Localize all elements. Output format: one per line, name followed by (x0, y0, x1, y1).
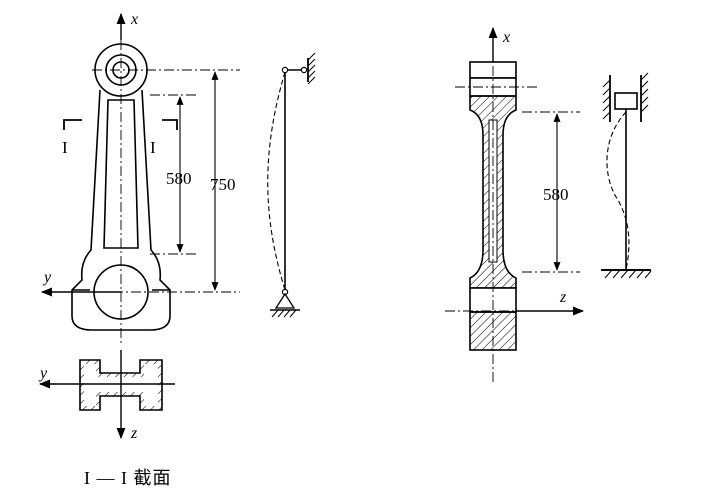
shank-core (488, 119, 498, 263)
buckled-shape-right (606, 111, 630, 271)
section-mark (63, 119, 178, 130)
section-z-label: z (130, 425, 138, 442)
buckled-shape (267, 71, 286, 291)
ground-hatch (271, 309, 297, 318)
left-wall-hatch (602, 79, 611, 120)
section-caption: I — I 截面 (84, 468, 172, 488)
right-dim-580-label: 580 (543, 185, 569, 204)
section-mark-left-label: I (62, 138, 68, 157)
buckling-model-pinned (267, 52, 316, 318)
top-wall-hatch (307, 52, 316, 85)
dim-750-label: 750 (210, 175, 236, 194)
fixed-ground-hatch (604, 269, 652, 279)
x-axis-label: x (130, 11, 138, 28)
rod-shank-web (103, 99, 139, 249)
cross-section-view: y z (38, 350, 175, 442)
right-centerlines (445, 48, 580, 385)
right-z-axis-label: z (559, 289, 567, 306)
section-y-label: y (38, 365, 48, 382)
top-hinge-2 (300, 66, 308, 74)
slider-block (614, 92, 638, 110)
top-hinge (281, 66, 289, 74)
buckling-model-fixed (601, 72, 652, 279)
dim-580-label: 580 (166, 169, 192, 188)
bottom-support (274, 292, 296, 309)
section-mark-right-label: I (150, 138, 156, 157)
right-wall-hatch (640, 72, 649, 113)
y-axis-label: y (42, 269, 52, 286)
small-end-boss (94, 43, 148, 97)
right-x-axis-label: x (502, 29, 510, 46)
